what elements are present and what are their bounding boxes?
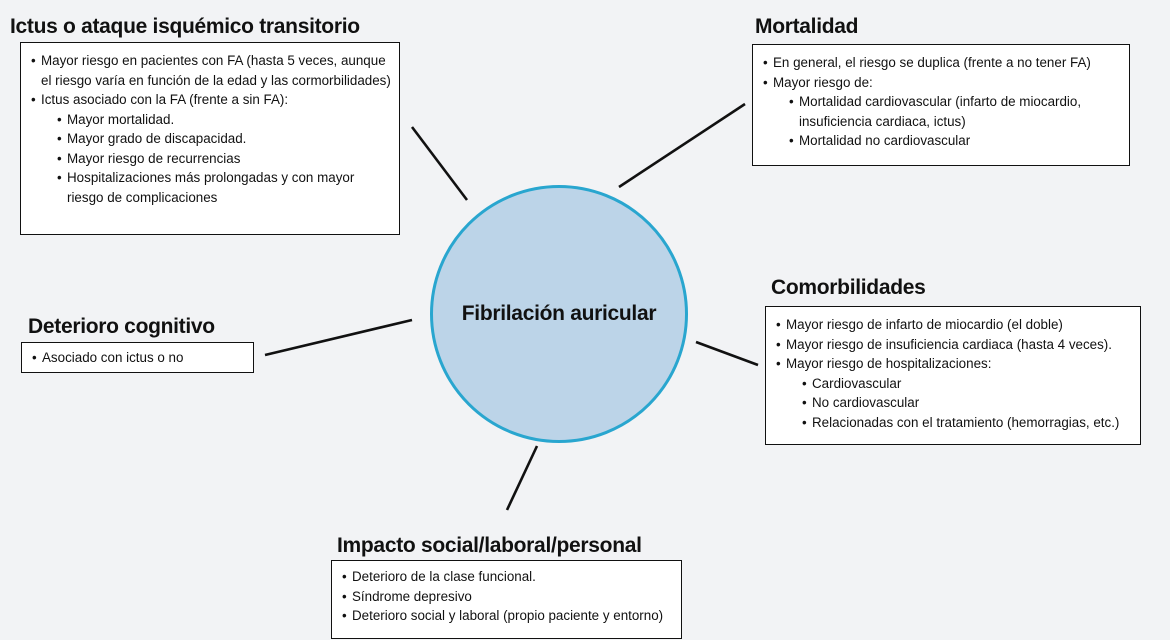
list-item: Mayor riesgo de insuficiencia cardiaca (…	[776, 335, 1132, 355]
connector-impacto	[505, 445, 539, 511]
deterioro-list: Asociado con ictus o no	[32, 348, 245, 368]
mortalidad-title: Mortalidad	[755, 15, 859, 38]
list-item-text: Ictus asociado con la FA (frente a sin F…	[41, 92, 289, 107]
list-item: Deterioro de la clase funcional.	[342, 567, 673, 587]
ictus-list: Mayor riesgo en pacientes con FA (hasta …	[31, 51, 391, 207]
comorbilidades-title: Comorbilidades	[771, 276, 926, 299]
mortalidad-list: En general, el riesgo se duplica (frente…	[763, 53, 1121, 151]
list-item-text: Mayor riesgo de insuficiencia cardiaca (…	[786, 336, 1112, 352]
list-item-text: Mayor riesgo en pacientes con FA (hasta …	[41, 53, 391, 88]
sub-list-item: Mayor grado de discapacidad.	[57, 129, 391, 149]
list-item: Mayor riesgo en pacientes con FA (hasta …	[31, 51, 391, 90]
impacto-title: Impacto social/laboral/personal	[337, 534, 642, 557]
list-item-text: Síndrome depresivo	[352, 588, 472, 604]
impacto-list: Deterioro de la clase funcional. Síndrome…	[342, 567, 673, 626]
ictus-title: Ictus o ataque isquémico transitorio	[10, 15, 360, 38]
list-item: Ictus asociado con la FA (frente a sin F…	[31, 90, 391, 207]
sub-list-item: Relacionadas con el tratamiento (hemorra…	[802, 413, 1132, 433]
mortalidad-box: En general, el riesgo se duplica (frente…	[752, 44, 1130, 166]
sub-list-item: Hospitalizaciones más prolongadas y con …	[57, 168, 391, 207]
comorbilidades-box: Mayor riesgo de infarto de miocardio (el…	[765, 306, 1141, 445]
sub-list-item: Cardiovascular	[802, 374, 1132, 394]
sub-list-item: Mayor mortalidad.	[57, 110, 391, 130]
center-label: Fibrilación auricular	[461, 302, 657, 325]
connector-deterioro	[264, 318, 413, 357]
impacto-box: Deterioro de la clase funcional. Síndrome…	[331, 560, 682, 639]
list-item-text: Deterioro social y laboral (propio pacie…	[352, 608, 664, 623]
connector-mortalidad	[618, 102, 746, 189]
list-item-text: Asociado con ictus o no	[42, 350, 184, 365]
sub-list: Mayor mortalidad.Mayor grado de discapac…	[41, 110, 391, 208]
list-item: Síndrome depresivo	[342, 587, 673, 607]
sub-list: CardiovascularNo cardiovascularRelaciona…	[786, 374, 1132, 433]
sub-list: Mortalidad cardiovascular (infarto de mi…	[773, 92, 1121, 151]
center-circle: Fibrilación auricular	[430, 185, 688, 443]
connector-comorbilidades	[695, 340, 759, 367]
sub-list-item: Mortalidad cardiovascular (infarto de mi…	[789, 92, 1121, 131]
sub-list-item: Mayor riesgo de recurrencias	[57, 149, 391, 169]
list-item: Mayor riesgo de: Mortalidad cardiovascula…	[763, 73, 1121, 151]
sub-list-item: Mortalidad no cardiovascular	[789, 131, 1121, 151]
list-item: Asociado con ictus o no	[32, 348, 245, 368]
sub-list-item: No cardiovascular	[802, 393, 1132, 413]
deterioro-title: Deterioro cognitivo	[28, 315, 215, 338]
list-item-text: Mayor riesgo de infarto de miocardio (el…	[786, 317, 1063, 332]
list-item: Deterioro social y laboral (propio pacie…	[342, 606, 673, 626]
list-item-text: Mayor riesgo de:	[773, 74, 873, 90]
list-item-text: Deterioro de la clase funcional.	[352, 569, 536, 584]
list-item-text: En general, el riesgo se duplica (frente…	[773, 55, 1091, 70]
ictus-box: Mayor riesgo en pacientes con FA (hasta …	[20, 42, 400, 235]
list-item-text: Mayor riesgo de hospitalizaciones:	[786, 356, 992, 371]
list-item: En general, el riesgo se duplica (frente…	[763, 53, 1121, 73]
deterioro-box: Asociado con ictus o no	[21, 342, 254, 373]
list-item: Mayor riesgo de hospitalizaciones: Cardio…	[776, 354, 1132, 432]
connector-ictus	[410, 126, 469, 201]
list-item: Mayor riesgo de infarto de miocardio (el…	[776, 315, 1132, 335]
comorbilidades-list: Mayor riesgo de infarto de miocardio (el…	[776, 315, 1132, 432]
